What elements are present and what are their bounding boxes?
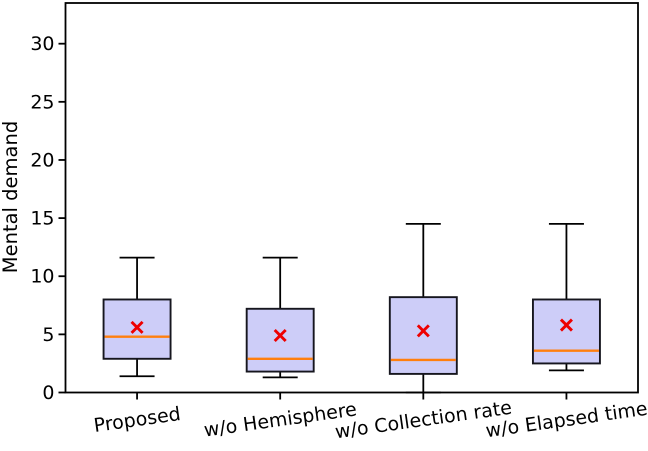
- box-group: [102, 256, 172, 378]
- box-group: [245, 256, 315, 379]
- box-rect: [531, 298, 601, 365]
- y-tick-label: 20: [30, 149, 54, 171]
- y-axis: 0 5 10 15 20 25 30: [30, 33, 66, 404]
- y-tick-label: 10: [30, 266, 54, 288]
- mean-marker: [559, 318, 573, 332]
- boxes-layer: [102, 223, 601, 394]
- plot-border: [64, 2, 639, 394]
- y-tick-label: 5: [42, 324, 54, 346]
- y-tick-label: 0: [42, 382, 54, 404]
- plot-border-layer: [64, 2, 639, 394]
- box-rect: [245, 307, 315, 373]
- mean-marker: [273, 329, 287, 343]
- y-tick-label: 15: [30, 208, 54, 230]
- y-tick-label: 25: [30, 91, 54, 113]
- y-tick-label: 30: [30, 33, 54, 55]
- box-group: [388, 223, 458, 394]
- mean-marker: [130, 320, 144, 334]
- y-axis-label: Mental demand: [0, 121, 22, 273]
- box-group: [531, 223, 601, 372]
- x-tick-label: Proposed: [92, 403, 182, 437]
- mean-marker: [416, 324, 430, 338]
- box-rect: [388, 296, 458, 375]
